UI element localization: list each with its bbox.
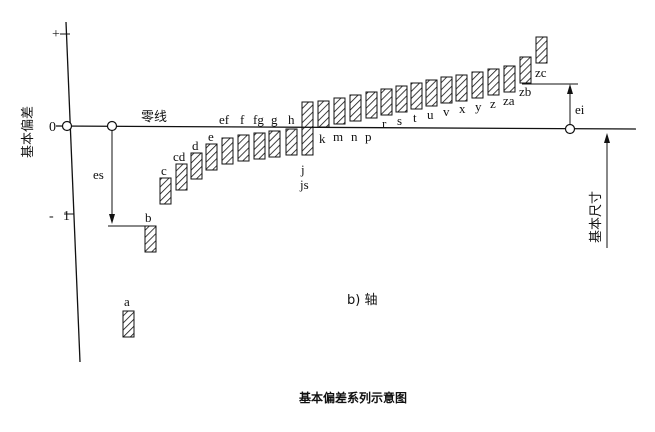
subtitle: b) 轴 [347, 293, 377, 308]
axis-minus-label: - [49, 209, 54, 224]
label-p: p [365, 129, 372, 144]
label-n: n [351, 129, 358, 144]
bar-z [487, 68, 500, 96]
label-ef: ef [219, 112, 230, 127]
label-t: t [413, 110, 417, 125]
zero-line [55, 125, 637, 130]
label-v: v [443, 104, 450, 119]
bar-x [455, 74, 468, 102]
es-circle [106, 120, 118, 132]
axis-one-label: 1 [63, 209, 70, 224]
bar-u [425, 79, 438, 107]
bar-h [285, 128, 298, 156]
label-g: g [271, 112, 278, 127]
label-e: e [208, 129, 214, 144]
bar-d [190, 152, 203, 180]
ei-circle [564, 123, 576, 135]
label-s: s [397, 113, 402, 128]
bar-t [410, 82, 423, 110]
bar-zc [535, 36, 548, 64]
bar-s [395, 85, 408, 113]
ei-label: ei [575, 102, 585, 117]
label-js: js [299, 177, 309, 192]
figure-caption: 基本偏差系列示意图 [298, 390, 407, 405]
bar-m [333, 97, 346, 125]
label-h: h [288, 112, 295, 127]
es-arrow [109, 214, 115, 224]
bar-ef [221, 137, 234, 165]
label-u: u [427, 107, 434, 122]
bar-r [380, 88, 393, 116]
bar-b [144, 225, 157, 253]
bar-k [317, 100, 330, 128]
bar-e [205, 143, 218, 171]
label-r: r [382, 116, 387, 131]
vertical-axis [65, 21, 81, 363]
origin-circle [61, 120, 73, 132]
bar-p [365, 91, 378, 119]
basic-size-arrow [604, 133, 610, 143]
ei-arrow [567, 84, 573, 94]
bar-fg [253, 132, 266, 160]
label-zc: zc [535, 65, 547, 80]
bar-g [268, 130, 281, 158]
axis-zero-label: 0 [49, 120, 56, 135]
label-za: za [503, 93, 515, 108]
basic-size-label: 基本尺寸 [589, 191, 604, 243]
label-y: y [475, 99, 482, 114]
label-c: c [161, 163, 167, 178]
label-fg: fg [253, 112, 264, 127]
label-m: m [333, 129, 343, 144]
bar-f [237, 134, 250, 162]
es-label: es [93, 167, 104, 182]
label-j: j [300, 162, 305, 177]
bar-a [122, 310, 135, 338]
bar-cd [175, 163, 188, 191]
y-axis-label: 基本偏差 [21, 106, 36, 158]
label-x: x [459, 101, 466, 116]
label-k: k [319, 131, 326, 146]
label-a: a [124, 294, 130, 309]
label-d: d [192, 138, 199, 153]
label-z: z [490, 96, 496, 111]
bar-js [301, 101, 314, 156]
label-b: b [145, 210, 152, 225]
bar-v [440, 76, 453, 104]
axis-plus-label: + [52, 27, 60, 42]
bar-c [159, 177, 172, 205]
label-f: f [240, 112, 245, 127]
bar-za [503, 65, 516, 93]
zero-line-label: 零线 [141, 110, 167, 125]
bar-zb [519, 56, 532, 84]
bar-n [349, 94, 362, 122]
bar-y [471, 71, 484, 99]
label-zb: zb [519, 84, 531, 99]
label-cd: cd [173, 149, 186, 164]
